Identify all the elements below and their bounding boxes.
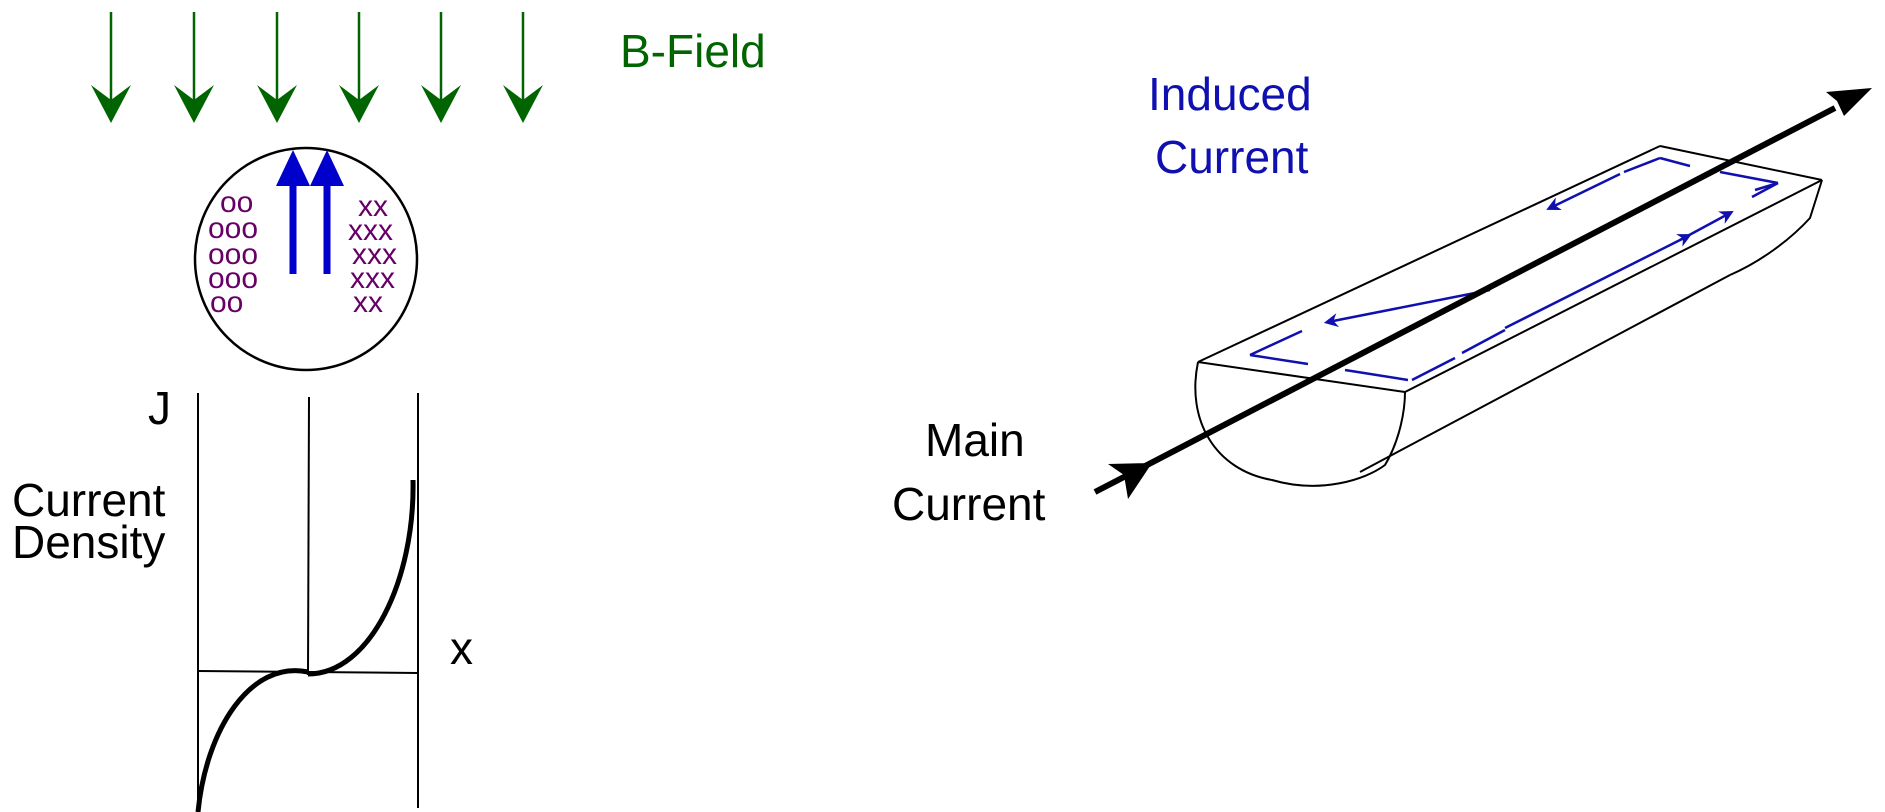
conductor-cross-section [193, 146, 419, 372]
current-density-label-line2: Density [12, 516, 165, 568]
out-of-page-symbols: oo ooo ooo ooo oo [208, 186, 258, 319]
right-end-curve [1729, 179, 1823, 276]
out-symbol-row: oo [220, 186, 253, 219]
into-page-symbols: xx xxx xxx xxx xx [348, 190, 397, 319]
b-field-arrow [503, 12, 543, 123]
induced-current-label-line1: Induced [1148, 68, 1312, 120]
top-front-edge [1404, 179, 1823, 393]
right-end-top-edge [1659, 145, 1823, 181]
in-symbol-row: xxx [350, 262, 395, 295]
induced-current-arrow [1679, 211, 1734, 242]
b-field-label: B-Field [620, 25, 766, 77]
current-arrow [310, 150, 344, 274]
x-axis-label: x [450, 622, 473, 674]
current-density-graph [195, 393, 419, 812]
left-end-top-edge [1197, 361, 1406, 393]
out-symbol-row: ooo [208, 212, 258, 245]
graph-center-line [307, 396, 310, 676]
main-current-arrow [1093, 88, 1872, 499]
top-back-edge [1197, 145, 1661, 363]
induced-current-arrow [1323, 288, 1491, 327]
b-field-arrow [257, 12, 297, 123]
main-current-label-line1: Main [925, 414, 1025, 466]
out-symbol-row: ooo [208, 262, 258, 295]
in-symbol-row: xx [358, 190, 388, 223]
b-field-arrow [174, 12, 214, 123]
half-cylinder-conductor [1194, 145, 1823, 487]
out-symbol-row: oo [210, 286, 243, 319]
b-field-arrow [91, 12, 131, 123]
left-end-curve [1194, 361, 1406, 487]
main-current-label-line2: Current [892, 478, 1046, 530]
in-symbol-row: xxx [348, 214, 393, 247]
current-arrows [276, 150, 344, 274]
induced-current-arrow [1546, 172, 1621, 211]
density-curve-left [195, 668, 309, 812]
density-curve-right [307, 479, 416, 677]
j-axis-label: J [148, 382, 171, 434]
current-arrow [276, 150, 310, 274]
induced-current-loop [1249, 156, 1779, 382]
b-field-arrow [339, 12, 379, 123]
current-density-label-line1: Current [12, 474, 166, 526]
b-field-arrow [421, 12, 461, 123]
main-current-arrow-head-tail [1108, 463, 1152, 499]
in-symbol-row: xxx [352, 238, 397, 271]
out-symbol-row: ooo [208, 238, 258, 271]
induced-current-arrow [1504, 234, 1692, 330]
main-current-arrow-head-end [1826, 88, 1872, 116]
induced-current-label-line2: Current [1155, 131, 1309, 183]
bottom-edge [1359, 274, 1731, 473]
b-field-arrows [91, 12, 543, 123]
in-symbol-row: xx [353, 286, 383, 319]
